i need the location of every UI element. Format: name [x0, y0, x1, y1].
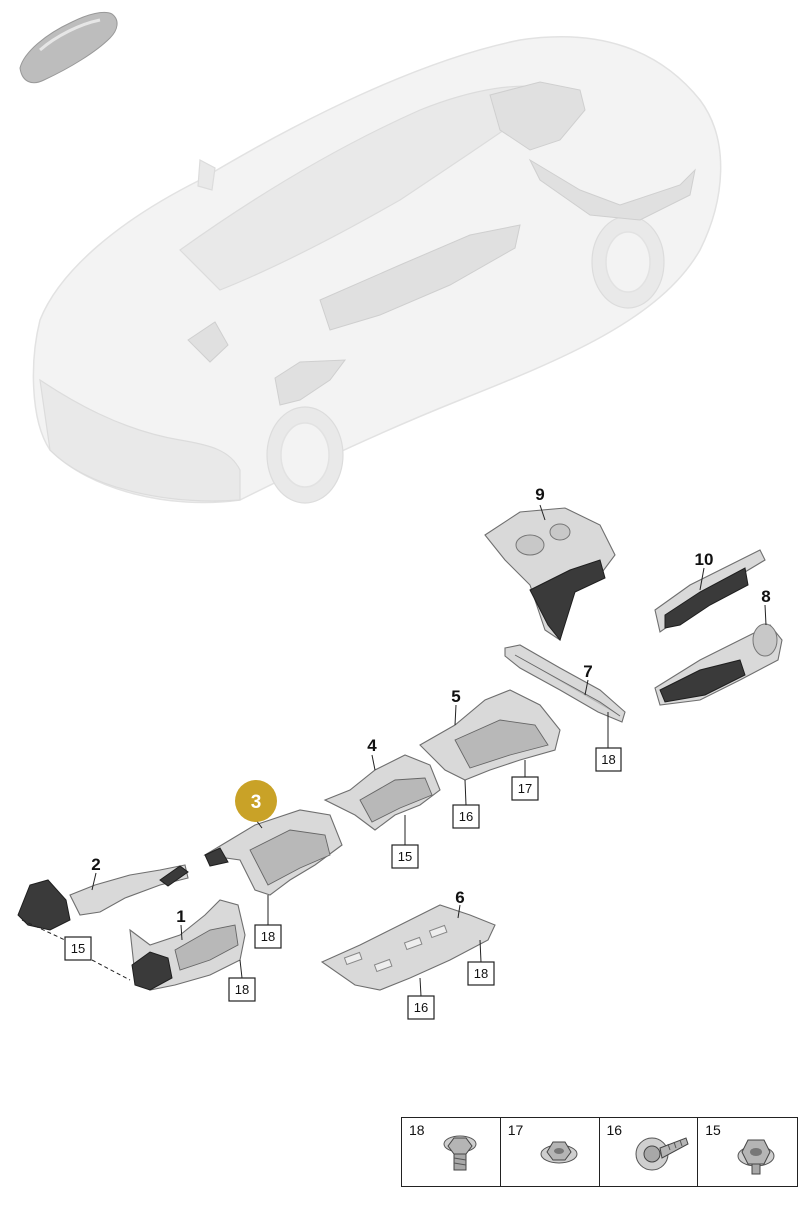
ref-box-18-c[interactable]: 18 [228, 977, 256, 1002]
car-thumbnail-icon [19, 11, 118, 84]
part-3-tunnel-heat-shield [203, 809, 343, 896]
svg-text:18: 18 [474, 966, 488, 981]
hex-nut-washer-icon [443, 1135, 477, 1171]
svg-text:17: 17 [518, 781, 532, 796]
ref-box-16-a[interactable]: 16 [452, 804, 480, 829]
fastener-cell-16[interactable]: 16 [600, 1118, 699, 1186]
fastener-label: 15 [705, 1122, 721, 1138]
ref-box-16-b[interactable]: 16 [407, 995, 435, 1020]
part-5-tunnel-heat-shield [419, 689, 561, 781]
ref-box-18-d[interactable]: 18 [467, 961, 495, 986]
callout-4: 4 [367, 736, 377, 755]
part-1-front-heat-shield [129, 899, 246, 991]
ref-box-17-a[interactable]: 17 [511, 776, 539, 801]
fastener-label: 16 [606, 1122, 623, 1138]
part-9-rear-heat-shield [484, 507, 616, 642]
ref-box-15-a[interactable]: 15 [391, 844, 419, 869]
fastener-label: 18 [409, 1122, 425, 1138]
fastener-cell-17[interactable]: 17 [501, 1118, 600, 1186]
svg-text:16: 16 [414, 1000, 428, 1015]
part-8-heat-shield [654, 623, 783, 706]
svg-text:15: 15 [71, 941, 85, 956]
callout-8: 8 [761, 587, 770, 606]
callout-6: 6 [455, 888, 464, 907]
fastener-legend: 18 17 16 15 [401, 1117, 798, 1187]
callout-9: 9 [535, 485, 544, 504]
hex-nut-flange-icon [540, 1141, 578, 1164]
callout-10: 10 [695, 550, 714, 569]
svg-text:18: 18 [601, 752, 615, 767]
callout-numbers: 9 10 8 7 5 4 3 2 1 6 [91, 485, 770, 926]
screw-washer-icon [635, 1137, 689, 1171]
callout-3[interactable]: 3 [251, 792, 262, 813]
callout-1: 1 [176, 907, 185, 926]
callout-3-highlight[interactable] [235, 780, 277, 822]
part-4-tunnel-heat-shield [323, 754, 441, 831]
part-10-heat-shield [654, 549, 766, 633]
fastener-label: 17 [507, 1122, 524, 1138]
svg-text:15: 15 [398, 849, 412, 864]
leader-lines [21, 504, 767, 997]
callout-7: 7 [583, 662, 592, 681]
part-7-heat-shield-strip [504, 644, 626, 723]
part-2-front-heat-shield [17, 864, 189, 931]
callout-5: 5 [451, 687, 460, 706]
svg-text:18: 18 [235, 982, 249, 997]
svg-text:16: 16 [459, 809, 473, 824]
svg-text:18: 18 [261, 929, 275, 944]
fastener-cell-18[interactable]: 18 [402, 1118, 501, 1186]
hex-nut-icon [737, 1139, 775, 1175]
ref-box-18-b[interactable]: 18 [254, 924, 282, 949]
part-6-underbody-panel [320, 904, 496, 991]
callout-2: 2 [91, 855, 100, 874]
fastener-cell-15[interactable]: 15 [698, 1118, 797, 1186]
ref-box-18-a[interactable]: 18 [595, 747, 622, 772]
ref-box-15-b[interactable]: 15 [64, 936, 92, 961]
ghost-vehicle-outline [32, 36, 722, 504]
